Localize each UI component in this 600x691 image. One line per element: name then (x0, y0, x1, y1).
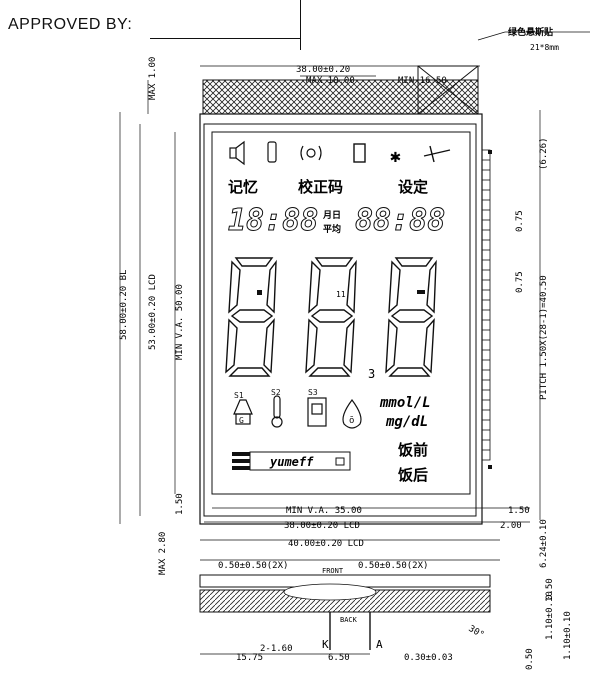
vibration-icon (300, 145, 322, 161)
blood-drop-icon: ō (342, 398, 362, 429)
syringe-icon (423, 145, 451, 163)
battery-small-icon (267, 141, 277, 163)
d1-dim: 15.75 (236, 653, 263, 663)
t3-dim: 1.10±0.10 (563, 611, 573, 660)
offset-left-dim: 0.50±0.50(2X) (218, 561, 288, 571)
t2-dim: 1.10±0.10 (545, 591, 555, 640)
gap-r2-dim: 2.00 (500, 521, 522, 531)
overall-height-dim: 58.00±0.20 BL (119, 270, 129, 340)
va-width-dim: MIN V.A. 35.00 (286, 506, 362, 516)
r2-dim: 0.50 (545, 578, 555, 600)
lcd-outline (203, 123, 477, 517)
month-day-label: 月日 (322, 210, 341, 221)
svg-text:S3: S3 (308, 388, 318, 397)
lcd-width-dim: 38.00±0.20 LCD (284, 521, 360, 531)
max-thickness-dim: MAX 2.80 (158, 532, 168, 575)
digit-2-mark: 11 (336, 290, 346, 299)
pitch-dim: PITCH 1.50X(28-1)=40.50 (539, 275, 549, 400)
bl-width-dim: 40.00±0.20 LCD (288, 539, 364, 549)
brand-label: yumeff (269, 455, 314, 469)
date-digits: 88:88 (355, 203, 445, 238)
sticker-size: 21*8mm (530, 43, 559, 52)
mmol-unit: mmol/L (379, 395, 431, 411)
svg-text:ō: ō (349, 416, 354, 426)
svg-text:G: G (239, 416, 244, 425)
bottom-gap-dim: 1.50 (175, 493, 185, 515)
front-label: FRONT (322, 567, 344, 575)
offset-right-dim: 0.50±0.50(2X) (358, 561, 428, 571)
title-block-divider (300, 0, 301, 50)
t1-dim: 0.50 (525, 648, 535, 670)
top-max-dim: MAX 1.00 (148, 57, 158, 100)
pin-strip (481, 149, 491, 461)
decimal-mark: 3 (368, 367, 375, 381)
main-digit-2 (305, 257, 357, 377)
test-strip-icon: S3 (307, 388, 327, 427)
pin-a-label: A (376, 638, 383, 651)
main-digit-3 (385, 257, 437, 377)
memory-label: 记忆 (228, 178, 258, 196)
d2-dim: 6.50 (328, 653, 350, 663)
pitch-a-dim: 0.75 (515, 210, 525, 232)
top-width-text: 38.00±0.20 (296, 65, 350, 75)
viewing-area (211, 131, 471, 495)
svg-text:S2: S2 (271, 388, 281, 397)
thermometer-icon: S2 (271, 388, 283, 428)
va-height-dim: MIN V.A. 50.00 (175, 284, 185, 360)
mgdl-unit: mg/dL (385, 414, 428, 430)
s1-icon: S1 G (233, 391, 253, 425)
time-digits: 18:88 (228, 203, 318, 238)
setting-label: 设定 (398, 178, 428, 196)
pin-spacing-dim: 2-1.60 (260, 644, 293, 654)
code-label: 校正码 (298, 178, 343, 196)
top-hatched-tape (202, 79, 479, 115)
d3-dim: 0.30±0.03 (404, 653, 453, 663)
pin-k-label: K (322, 638, 329, 651)
average-label: 平均 (323, 223, 341, 235)
battery-icon (353, 143, 366, 163)
sticker-leader (477, 31, 506, 41)
gap-r1-dim: 1.50 (508, 506, 530, 516)
before-meal-label: 饭前 (397, 441, 428, 459)
svg-text:S1: S1 (234, 391, 244, 400)
r1-dim: 6.24±0.10 (539, 519, 549, 568)
brand-bar: yumeff (232, 451, 351, 471)
pitch-b-dim: 0.75 (515, 271, 525, 293)
back-label: BACK (340, 616, 358, 624)
speaker-icon (229, 140, 245, 166)
main-digit-1 (225, 257, 277, 377)
approved-by-label: APPROVED BY: (8, 16, 133, 33)
lcd-height-dim: 53.00±0.20 LCD (148, 274, 158, 350)
after-meal-label: 饭后 (397, 466, 428, 484)
angle-dim: 30° (467, 624, 486, 641)
top-gap-dim: (6.26) (539, 137, 549, 170)
approved-signature-line (150, 38, 300, 39)
bluetooth-icon: ✱ (390, 146, 401, 167)
